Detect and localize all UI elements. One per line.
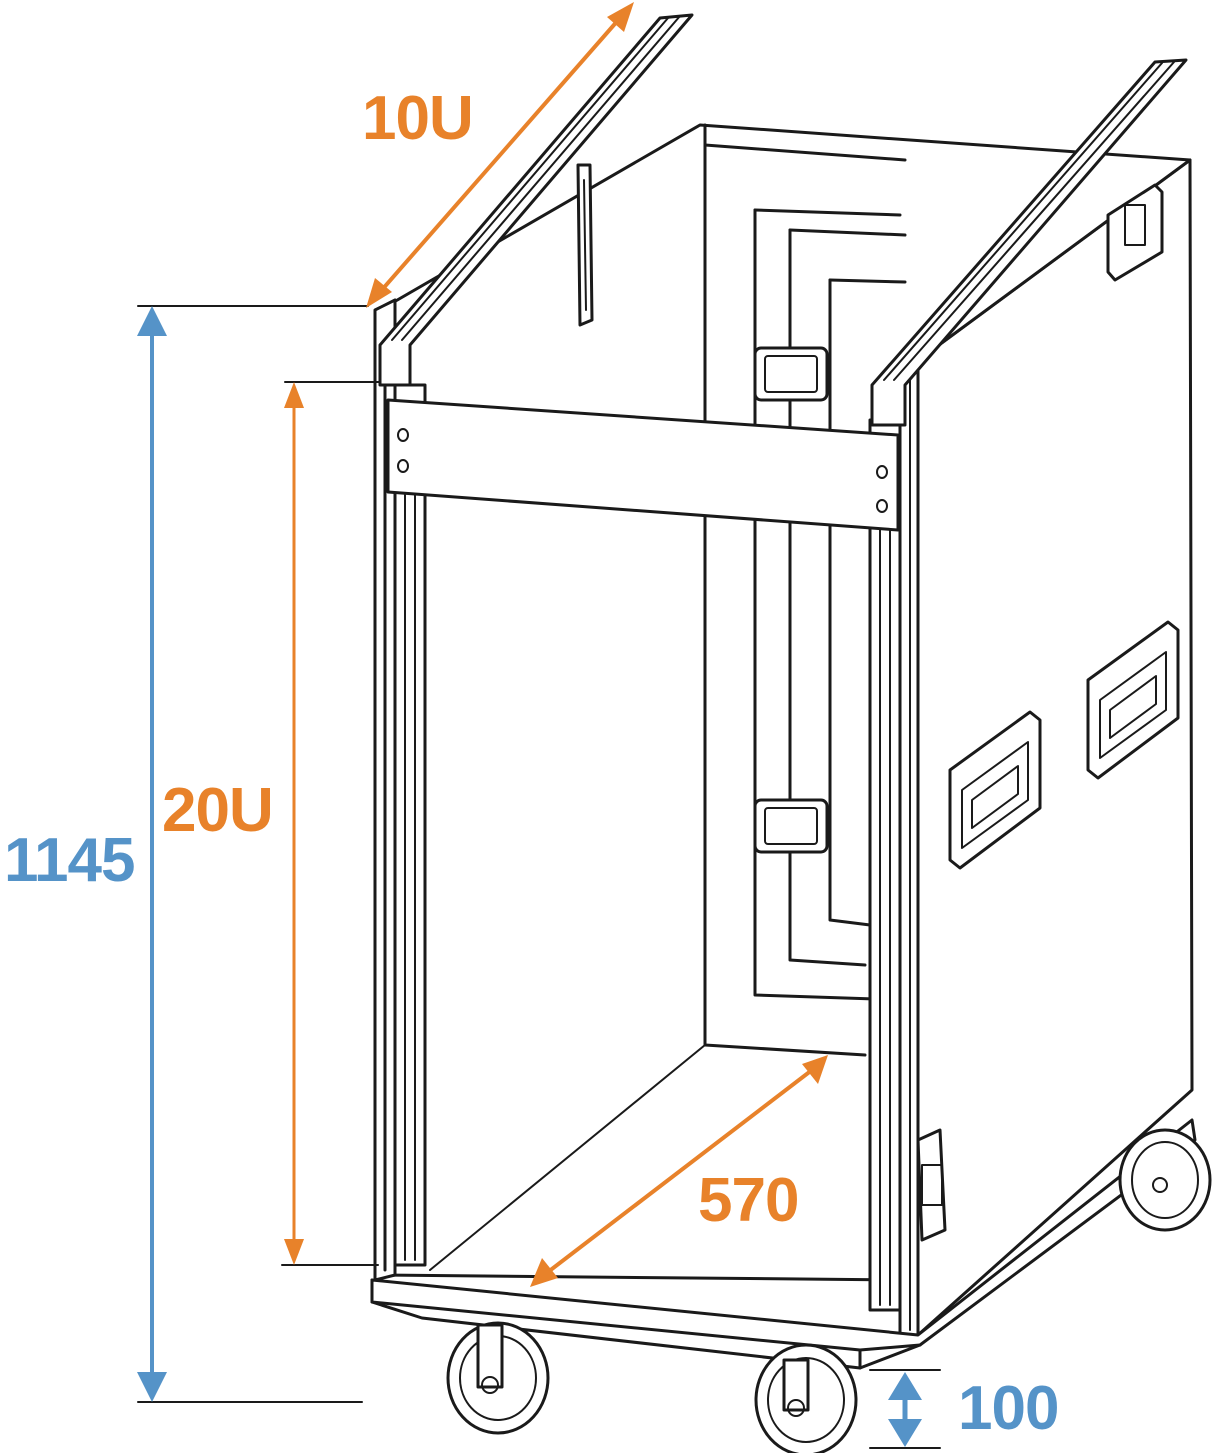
back-latch-upper — [753, 346, 829, 402]
castor-front-right — [754, 1343, 858, 1453]
dimension-line-20u — [284, 382, 304, 1265]
lid-rack-rail-right — [870, 58, 1188, 427]
top-strap — [576, 163, 594, 327]
dimension-line-10u — [366, 2, 634, 308]
front-blanking-panel — [386, 398, 900, 532]
dimension-label-100: 100 — [958, 1374, 1059, 1443]
side-handle-front — [948, 710, 1042, 870]
side-latch-lower — [916, 1128, 947, 1242]
castor-front-left — [446, 1321, 550, 1435]
dimension-label-570: 570 — [698, 1166, 799, 1235]
front-right-rack-rail — [868, 418, 902, 1312]
side-handle-rear — [1086, 620, 1180, 780]
dimension-line-100 — [888, 1372, 922, 1447]
top-corner-latch — [1106, 183, 1164, 282]
dimension-line-570 — [530, 1055, 828, 1287]
dimension-label-20u: 20U — [162, 776, 274, 845]
castor-rear-right — [1118, 1128, 1212, 1232]
lid-rack-rail-left — [378, 13, 694, 387]
dimension-label-1145: 1145 — [4, 826, 136, 895]
dimension-line-1145 — [137, 306, 167, 1402]
front-left-rack-rail — [393, 383, 427, 1267]
back-latch-lower — [753, 798, 829, 854]
dimension-label-10u: 10U — [362, 84, 474, 153]
